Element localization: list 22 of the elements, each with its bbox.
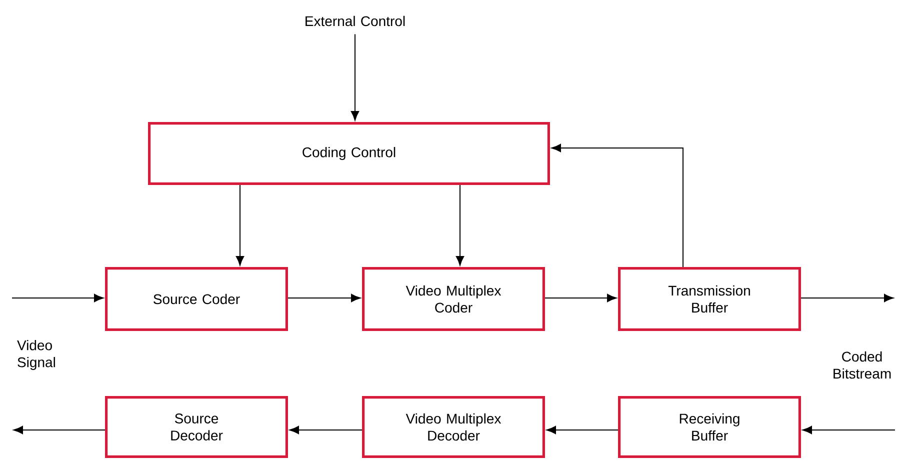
signal-arrow bbox=[802, 426, 896, 434]
process-box: Transmission Buffer bbox=[618, 267, 801, 331]
signal-arrow bbox=[800, 294, 894, 302]
input-label: External Control bbox=[306, 16, 405, 26]
arrow bbox=[288, 294, 361, 302]
process-box: Video Multiplex Coder bbox=[362, 267, 545, 331]
process-box: Coding Control bbox=[148, 122, 550, 185]
arrow bbox=[236, 184, 244, 266]
arrow bbox=[456, 184, 464, 266]
process-box: Video Multiplex Decoder bbox=[362, 396, 545, 458]
arrow bbox=[546, 426, 618, 434]
process-box: Source Decoder bbox=[105, 396, 288, 458]
signal-arrow bbox=[12, 294, 104, 302]
signal-arrow bbox=[13, 426, 106, 434]
arrow bbox=[551, 144, 684, 268]
signal-label: Coded Bitstream bbox=[834, 351, 891, 379]
arrow bbox=[289, 426, 362, 434]
process-box: Source Coder bbox=[105, 267, 288, 331]
arrow bbox=[350, 34, 360, 121]
process-box: Receiving Buffer bbox=[618, 396, 801, 458]
arrow bbox=[544, 294, 617, 302]
signal-label: Video Signal bbox=[17, 340, 55, 370]
